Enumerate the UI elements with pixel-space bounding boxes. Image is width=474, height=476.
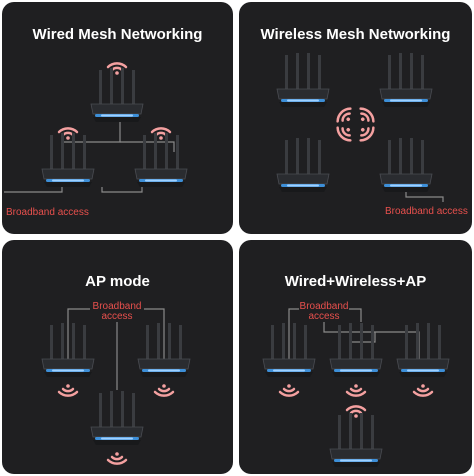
wifi-signal-icon — [333, 120, 358, 145]
router-icon — [276, 52, 330, 108]
wifi-signal-icon — [345, 382, 367, 397]
router-icon — [276, 137, 330, 193]
wired-mesh-panel: Wired Mesh Networking Broadband access — [2, 2, 233, 234]
wired-wireless-ap-diagram: Broadband access — [262, 301, 450, 468]
panel-title: Wired Mesh Networking — [32, 26, 203, 43]
wireless-mesh-diagram: Broadband access — [276, 52, 468, 217]
broadband-label: Broadband access — [385, 206, 468, 217]
router-icon — [379, 137, 433, 193]
router-icon — [329, 412, 383, 468]
wired-wireless-ap-panel: Wired+Wireless+AP Broadband access — [239, 240, 472, 474]
broadband-label: Broadband access — [6, 207, 89, 218]
router-icon — [41, 132, 95, 188]
wifi-signal-icon — [333, 104, 358, 129]
router-icon — [396, 322, 450, 378]
wifi-signal-icon — [153, 382, 175, 397]
router-icon — [329, 322, 383, 378]
broadband-label-line1: Broadband — [300, 301, 349, 312]
ap-mode-diagram: Broadband access — [41, 301, 191, 465]
broadband-label-line2: access — [308, 311, 339, 322]
panel-title: AP mode — [85, 273, 150, 290]
wired-mesh-diagram: Broadband access — [4, 62, 188, 218]
router-icon — [134, 132, 188, 188]
router-icon — [379, 52, 433, 108]
wireless-mesh-panel: Wireless Mesh Networking Broadband acces… — [239, 2, 472, 234]
router-icon — [90, 67, 144, 123]
wifi-signal-icon — [353, 120, 378, 145]
wifi-signal-icon — [412, 382, 434, 397]
panel-title: Wireless Mesh Networking — [260, 26, 451, 43]
panel-title: Wired+Wireless+AP — [284, 273, 427, 290]
ap-mode-panel: AP mode Broadband access — [2, 240, 233, 474]
wifi-signal-icon — [278, 382, 300, 397]
cable-lines — [67, 308, 165, 390]
wifi-signal-icon — [353, 104, 378, 129]
router-icon — [90, 390, 144, 446]
wifi-signal-icon — [57, 382, 79, 397]
broadband-label-line1: Broadband — [93, 301, 142, 312]
wifi-signal-icon — [106, 450, 128, 465]
broadband-label-line2: access — [101, 311, 132, 322]
